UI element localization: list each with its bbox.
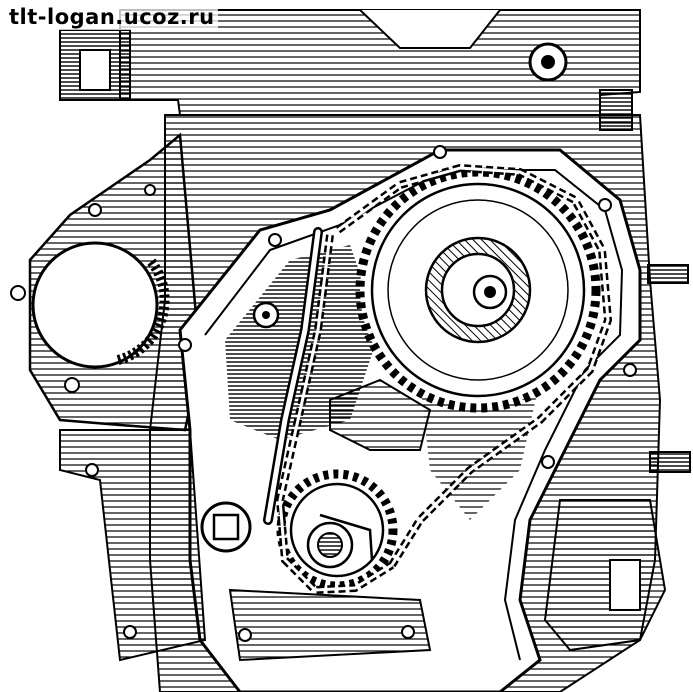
lower-bracket-icon	[59, 429, 207, 662]
chain-tensioner-icon	[200, 378, 432, 553]
stud-bolt-icon	[647, 264, 691, 473]
timing-chain-icon	[275, 163, 613, 595]
oil-pump-housing-icon	[228, 588, 432, 662]
crankshaft-sprocket-icon	[276, 469, 398, 591]
chain-guide-icon	[252, 227, 323, 525]
watermark-text: tlt-logan.ucoz.ru	[6, 4, 218, 30]
right-lower-block-icon	[543, 499, 667, 652]
camshaft-sprocket-icon	[355, 167, 601, 413]
flywheel-ring-gear-icon	[116, 256, 170, 365]
timing-cover-plate-icon	[10, 132, 202, 432]
